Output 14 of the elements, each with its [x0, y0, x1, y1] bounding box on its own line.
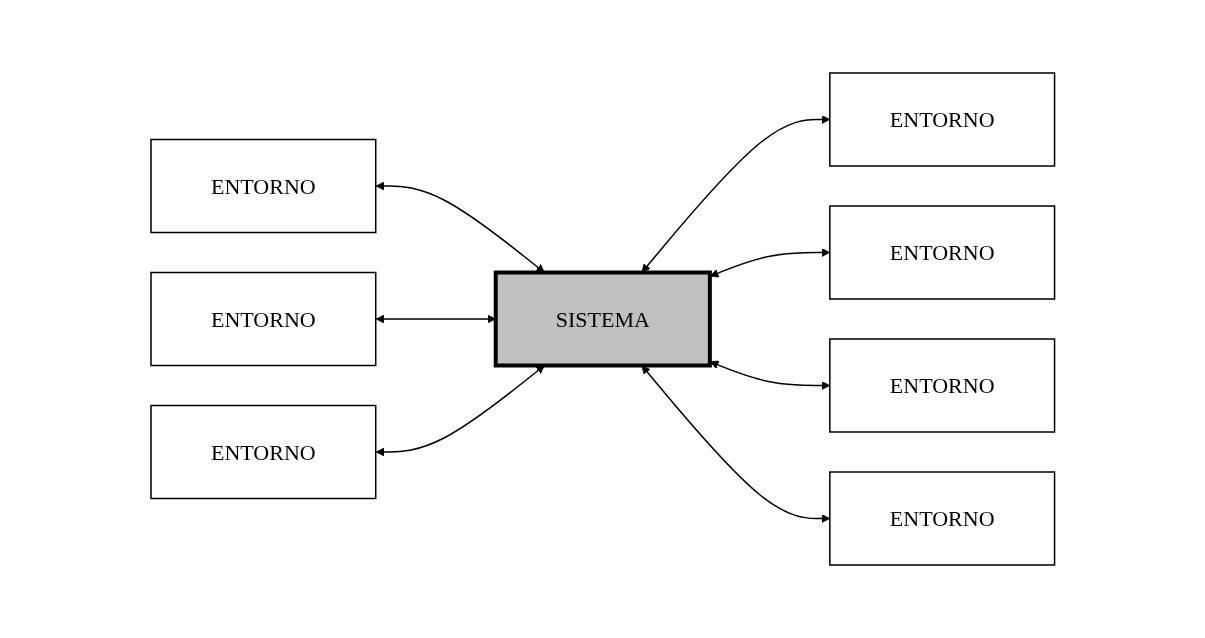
node-box: ENTORNO: [149, 138, 377, 234]
node-box: SISTEMA: [493, 270, 712, 368]
arrow: [709, 360, 830, 390]
arrow: [375, 181, 545, 273]
node-box: ENTORNO: [149, 271, 377, 367]
arrow: [709, 248, 830, 278]
arrow: [641, 365, 830, 523]
arrow: [641, 115, 830, 273]
node-box: ENTORNO: [149, 404, 377, 500]
node-box: ENTORNO: [828, 72, 1056, 167]
node-box: ENTORNO: [828, 205, 1056, 300]
node-box: ENTORNO: [828, 471, 1056, 566]
node-box: ENTORNO: [828, 338, 1056, 433]
arrow: [375, 365, 545, 457]
